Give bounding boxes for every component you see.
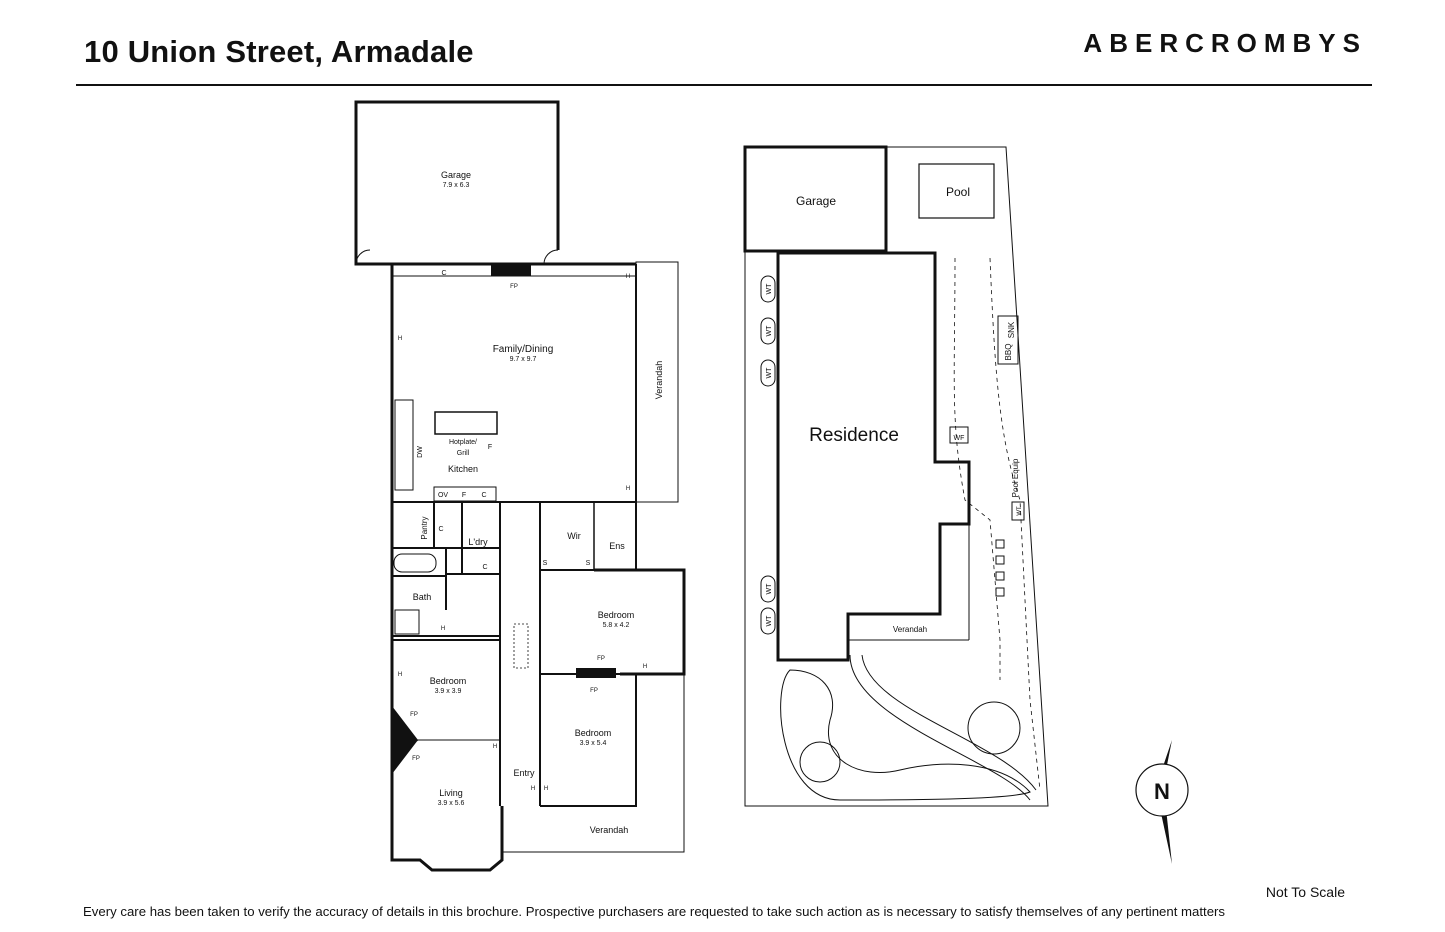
- garden-path: [849, 654, 1037, 801]
- ov-symbol: OV: [438, 492, 448, 499]
- grill-label: Grill: [457, 450, 470, 457]
- h-symbol: H: [544, 786, 548, 792]
- garage-label: Garage: [441, 170, 471, 180]
- dw-symbol: DW: [417, 446, 424, 458]
- family-dining-size: 9.7 x 9.7: [510, 356, 537, 363]
- wt-label: WT: [766, 367, 773, 379]
- header-divider: [76, 84, 1372, 86]
- wt-label: WT: [766, 283, 773, 295]
- h-symbol: H: [441, 626, 445, 632]
- floor-plan-labels: Garage 7.9 x 6.3 Family/Dining 9.7 x 9.7…: [398, 170, 664, 835]
- bedroom-right-size: 3.9 x 5.4: [580, 740, 607, 747]
- site-boundary: [744, 146, 1049, 807]
- tree: [967, 701, 1021, 755]
- c-symbol: C: [438, 526, 443, 533]
- front-verandah-label: Verandah: [590, 825, 629, 835]
- family-dining-label: Family/Dining: [493, 344, 554, 355]
- bedroom-main-label: Bedroom: [598, 610, 635, 620]
- front-verandah-outline: [501, 674, 685, 853]
- north-compass: N: [1135, 740, 1189, 864]
- garage-size: 7.9 x 6.3: [443, 182, 470, 189]
- floor-plan: [354, 100, 686, 872]
- c-symbol: C: [441, 270, 446, 277]
- wt-label: WT: [766, 325, 773, 337]
- h-symbol: H: [398, 336, 402, 342]
- site-pool: [918, 163, 995, 219]
- compass-label: N: [1154, 779, 1170, 804]
- h-symbol: H: [531, 786, 535, 792]
- site-plan: [743, 145, 1049, 807]
- wir-label: Wir: [567, 531, 581, 541]
- property-address: 10 Union Street, Armadale: [84, 34, 474, 69]
- laundry-label: L'dry: [468, 537, 488, 547]
- wf-label: WF: [954, 435, 965, 442]
- main-bedroom-walls: [594, 568, 686, 676]
- fp-symbol: FP: [412, 756, 420, 762]
- garden-bed: [780, 669, 1031, 801]
- site-garage-label: Garage: [796, 194, 836, 208]
- ens-label: Ens: [609, 541, 625, 551]
- pool-equip-label: Pool Equip: [1011, 458, 1020, 497]
- tree: [799, 741, 841, 783]
- h-symbol: H: [626, 274, 630, 280]
- bedroom-main-size: 5.8 x 4.2: [603, 622, 630, 629]
- site-residence-label: Residence: [809, 425, 899, 446]
- agency-logo: ABERCROMBYS: [1083, 28, 1367, 58]
- site-pool-label: Pool: [946, 185, 970, 199]
- bedroom-left-label: Bedroom: [430, 676, 467, 686]
- site-residence: [776, 251, 971, 662]
- living-size: 3.9 x 5.6: [438, 800, 465, 807]
- fp-symbol: FP: [597, 656, 605, 662]
- bedroom-left-size: 3.9 x 3.9: [435, 688, 462, 695]
- rear-verandah-label: Verandah: [654, 361, 664, 400]
- f-symbol: F: [462, 492, 466, 499]
- kitchen-label: Kitchen: [448, 464, 478, 474]
- disclaimer: Every care has been taken to verify the …: [83, 904, 1226, 919]
- wt-label: WT: [1017, 506, 1023, 516]
- site-verandah-label: Verandah: [893, 625, 927, 634]
- h-symbol: H: [493, 744, 497, 750]
- entry-label: Entry: [513, 768, 535, 778]
- house-outer-wall: [390, 264, 504, 872]
- site-garage: [743, 145, 888, 253]
- s-symbol: S: [543, 560, 548, 567]
- f-symbol: F: [488, 444, 492, 451]
- site-plan-labels: Garage Pool Residence Verandah WF BBQ SN…: [766, 185, 1023, 634]
- fp-symbol: FP: [410, 712, 418, 718]
- wt-label: WT: [766, 583, 773, 595]
- s-symbol: S: [586, 560, 591, 567]
- bbq-label: BBQ: [1004, 344, 1013, 361]
- kitchen-island: [434, 411, 498, 435]
- fp-symbol: FP: [590, 688, 598, 694]
- wt-label: WT: [766, 615, 773, 627]
- c-symbol: C: [481, 492, 486, 499]
- garage-walls: [354, 100, 560, 266]
- fp-symbol: FP: [510, 284, 518, 290]
- bath-label: Bath: [413, 592, 432, 602]
- living-label: Living: [439, 788, 463, 798]
- hotplate-label: Hotplate/: [449, 439, 477, 446]
- ensuite-outline: [539, 501, 637, 571]
- bedroom-right-label: Bedroom: [575, 728, 612, 738]
- pantry-label: Pantry: [420, 516, 429, 539]
- snk-label: SNK: [1007, 321, 1016, 338]
- not-to-scale-note: Not To Scale: [1265, 884, 1345, 900]
- c-symbol: C: [482, 564, 487, 571]
- h-symbol: H: [643, 664, 647, 670]
- h-symbol: H: [398, 672, 402, 678]
- h-symbol: H: [626, 486, 630, 492]
